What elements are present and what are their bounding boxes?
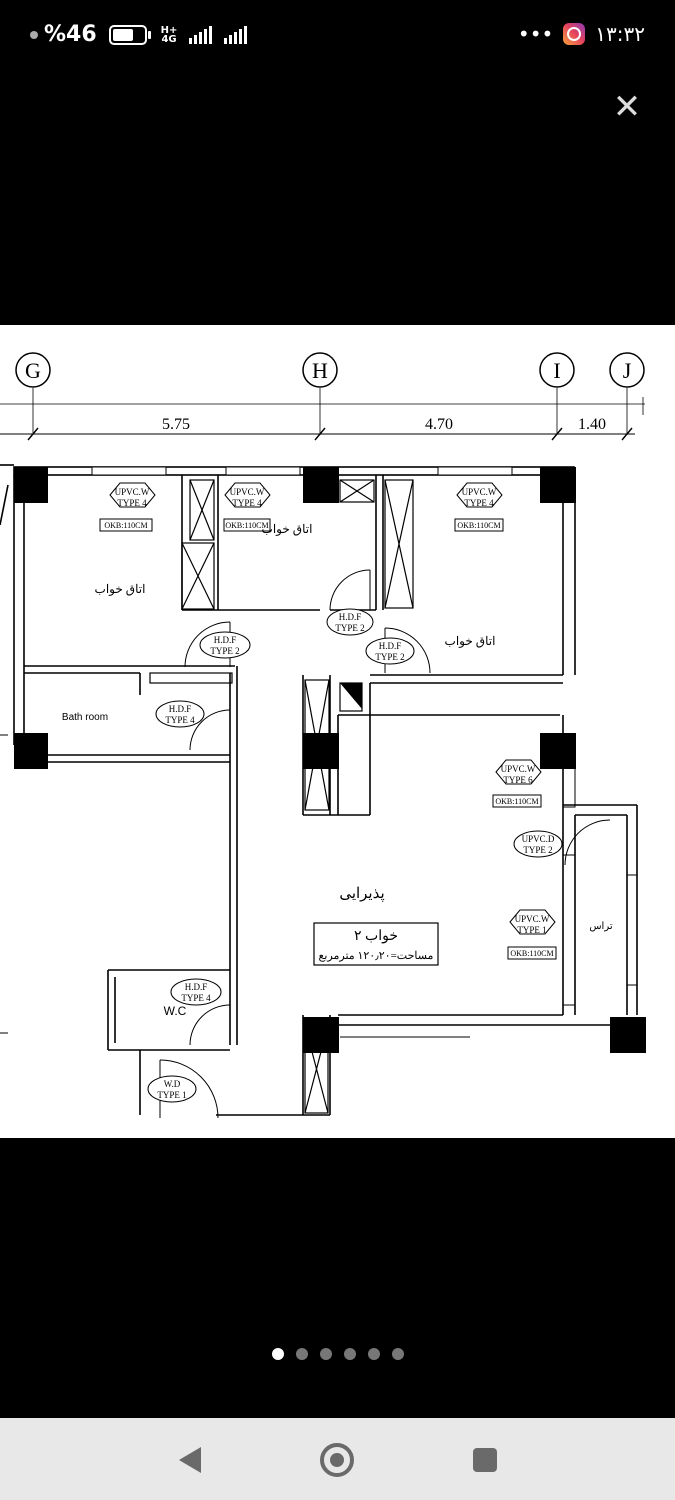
svg-text:TYPE 4: TYPE 4	[181, 993, 211, 1003]
clock: ۱۳:۳۲	[595, 22, 645, 46]
close-button[interactable]: ✕	[608, 88, 646, 126]
svg-text:TYPE 4: TYPE 4	[464, 498, 494, 508]
svg-text:H.D.F: H.D.F	[169, 704, 192, 714]
home-button[interactable]	[315, 1438, 359, 1482]
svg-text:OKB:110CM: OKB:110CM	[510, 949, 553, 958]
svg-text:UPVC.D: UPVC.D	[522, 834, 555, 844]
svg-text:OKB:110CM: OKB:110CM	[225, 521, 268, 530]
svg-text:TYPE 2: TYPE 2	[523, 845, 552, 855]
svg-text:TYPE 2: TYPE 2	[335, 623, 364, 633]
tag-upvc-d: UPVC.D TYPE 2	[513, 830, 563, 858]
door-swings	[159, 569, 611, 1119]
home-circle-icon	[320, 1443, 354, 1477]
room-wc: W.C	[164, 1004, 187, 1018]
battery-percent: %46	[44, 22, 97, 47]
notification-dot-icon	[30, 30, 38, 39]
unit-info-box: ۲ خواب مساحت=۱۲۰٫۲۰ مترمربع	[313, 922, 439, 966]
svg-text:OKB:110CM: OKB:110CM	[104, 521, 147, 530]
tag-hdf-2: H.D.F TYPE 2	[326, 608, 374, 636]
grid-axis-h: H	[302, 352, 338, 435]
svg-text:H.D.F: H.D.F	[339, 612, 362, 622]
dimension-row: 5.75 4.70 1.40	[0, 397, 645, 441]
svg-text:OKB:110CM: OKB:110CM	[495, 797, 538, 806]
page-dot-3[interactable]	[319, 1348, 332, 1360]
edge-ticks	[0, 734, 8, 1034]
page-dot-6[interactable]	[391, 1348, 404, 1360]
tag-hdf-5: H.D.F TYPE 4	[170, 978, 222, 1006]
grid-label-h: H	[312, 358, 328, 383]
battery-icon	[108, 24, 151, 45]
instagram-icon	[563, 23, 586, 45]
grid-label-i: I	[553, 358, 560, 383]
back-triangle-icon	[179, 1447, 201, 1473]
tag-hdf-4: H.D.F TYPE 4	[155, 700, 205, 728]
svg-text:UPVC.W: UPVC.W	[515, 914, 550, 924]
svg-text:TYPE 1: TYPE 1	[517, 925, 546, 935]
signal-sim1-icon	[189, 25, 213, 44]
network-type: H+4G	[160, 24, 178, 45]
recents-button[interactable]	[463, 1438, 507, 1482]
dimension-i-j: 1.40	[578, 416, 606, 433]
grid-axis-i: I	[539, 352, 575, 435]
page-dot-4[interactable]	[343, 1348, 356, 1360]
signal-sim2-icon	[224, 25, 248, 44]
unit-title: ۲ خواب	[354, 929, 398, 944]
system-nav-bar	[0, 1418, 675, 1500]
svg-text:W.D: W.D	[164, 1079, 181, 1089]
svg-text:UPVC.W: UPVC.W	[230, 487, 265, 497]
dimension-h-i: 4.70	[425, 416, 453, 433]
tag-upvc-w-3: UPVC.W TYPE 4 OKB:110CM	[454, 482, 504, 532]
svg-text:TYPE 4: TYPE 4	[232, 498, 262, 508]
room-terrace: تراس	[589, 921, 613, 932]
unit-area: مساحت=۱۲۰٫۲۰ مترمربع	[319, 950, 434, 962]
closets	[149, 479, 414, 1114]
grid-axis-j: J	[609, 352, 645, 435]
status-right: ••• ۱۳:۳۲	[518, 22, 645, 46]
tag-upvc-w-1: UPVC.W TYPE 4 OKB:110CM	[99, 482, 156, 532]
room-bedroom-3: اتاق خواب	[445, 634, 496, 648]
page-dot-1[interactable]	[271, 1348, 284, 1360]
tag-hdf-3: H.D.F TYPE 2	[365, 637, 415, 665]
room-bedroom-1: اتاق خواب	[95, 582, 146, 596]
recents-square-icon	[473, 1448, 497, 1472]
svg-text:H.D.F: H.D.F	[185, 982, 208, 992]
grid-axis-g: G	[15, 352, 51, 435]
grid-label-g: G	[25, 358, 41, 383]
tag-upvc-w-4: UPVC.W TYPE 6 OKB:110CM	[492, 759, 542, 808]
page-dot-5[interactable]	[367, 1348, 380, 1360]
status-bar: %46 H+4G ••• ۱۳:۳۲	[0, 0, 675, 72]
grid-label-j: J	[623, 358, 632, 383]
status-left: %46 H+4G	[30, 22, 248, 47]
more-indicator: •••	[517, 22, 554, 46]
dimension-g-h: 5.75	[162, 416, 190, 433]
svg-text:TYPE 6: TYPE 6	[503, 775, 533, 785]
svg-text:H.D.F: H.D.F	[214, 635, 237, 645]
tag-upvc-w-2: UPVC.W TYPE 4 OKB:110CM	[223, 482, 271, 532]
tag-hdf-1: H.D.F TYPE 2	[199, 631, 251, 659]
close-icon: ✕	[612, 87, 642, 127]
tag-wd: W.D TYPE 1	[147, 1075, 197, 1103]
svg-text:UPVC.W: UPVC.W	[462, 487, 497, 497]
svg-text:TYPE 4: TYPE 4	[117, 498, 147, 508]
back-button[interactable]	[168, 1438, 212, 1482]
page-indicator	[0, 1348, 675, 1360]
windows	[91, 466, 638, 1038]
svg-text:UPVC.W: UPVC.W	[501, 764, 536, 774]
tag-upvc-w-5: UPVC.W TYPE 1 OKB:110CM	[507, 909, 557, 960]
svg-text:UPVC.W: UPVC.W	[115, 487, 150, 497]
svg-text:TYPE 2: TYPE 2	[375, 652, 404, 662]
svg-text:TYPE 2: TYPE 2	[210, 646, 239, 656]
room-reception: پذیرایی	[339, 886, 384, 902]
columns	[14, 467, 646, 1053]
page-dot-2[interactable]	[295, 1348, 308, 1360]
room-bedroom-2: اتاق خواب	[262, 522, 313, 536]
svg-text:TYPE 1: TYPE 1	[157, 1090, 186, 1100]
floor-plan-image[interactable]: G H I J 5.75 4.70 1.40	[0, 325, 675, 1138]
svg-text:TYPE 4: TYPE 4	[165, 715, 195, 725]
room-bathroom: Bath room	[62, 712, 108, 723]
svg-text:OKB:110CM: OKB:110CM	[457, 521, 500, 530]
svg-text:H.D.F: H.D.F	[379, 641, 402, 651]
